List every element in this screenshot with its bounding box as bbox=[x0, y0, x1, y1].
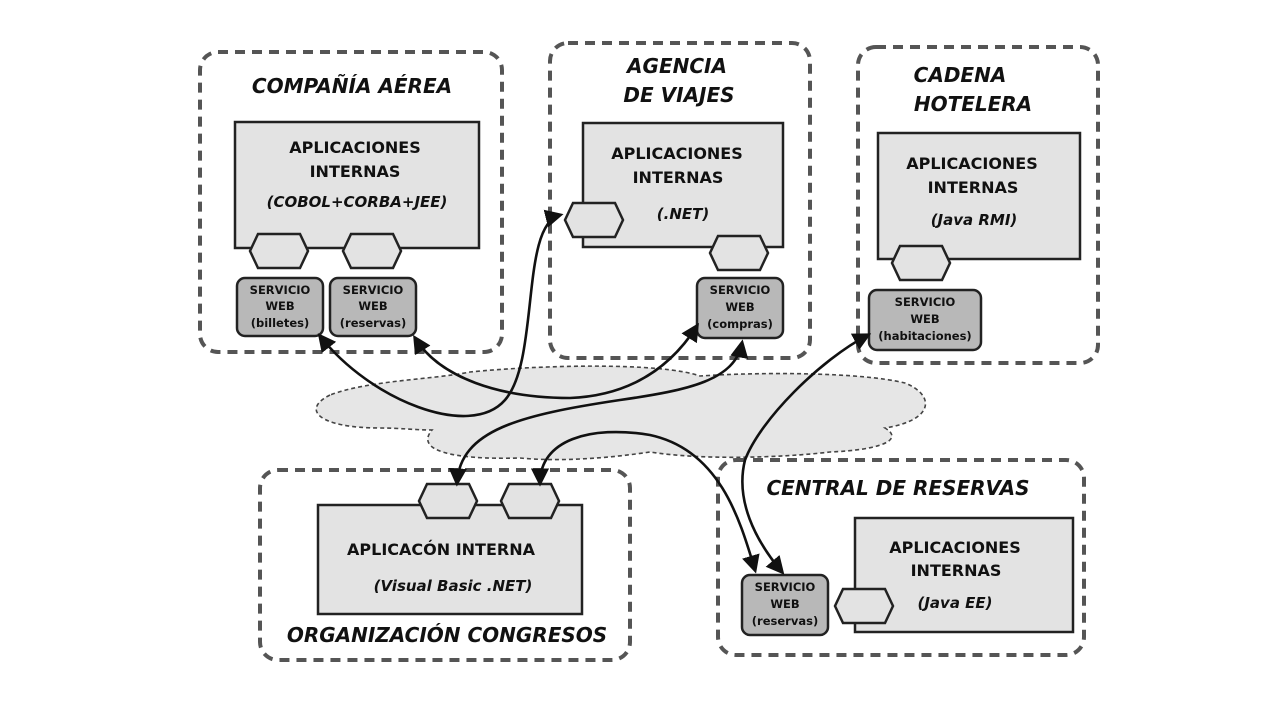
travel-agency-app-line1: APLICACIONES bbox=[611, 144, 743, 163]
hotel-chain-org-border bbox=[856, 45, 1100, 365]
airline-ws-billetes-line3: (billetes) bbox=[251, 316, 310, 330]
travel-agency-title-line2: DE VIAJES bbox=[623, 83, 734, 107]
hotel-chain-app-line1: APLICACIONES bbox=[906, 154, 1038, 173]
airline-ws-reservas-line1: SERVICIO bbox=[343, 283, 404, 297]
hotel-chain-ws-habitaciones bbox=[867, 288, 983, 352]
booking-center-title: CENTRAL DE RESERVAS bbox=[766, 476, 1029, 500]
airline-app-line1: APLICACIONES bbox=[289, 138, 421, 157]
hotel-chain-org: CADENA HOTELERA APLICACIONES INTERNAS (J… bbox=[856, 45, 1100, 365]
congress-port-1 bbox=[417, 482, 479, 520]
hotel-chain-ws-habitaciones-line1: SERVICIO bbox=[895, 295, 956, 309]
internet-cloud bbox=[315, 365, 927, 461]
arrow-habitaciones-to-booking bbox=[741, 333, 872, 575]
travel-agency-app-line2: INTERNAS bbox=[633, 168, 724, 187]
booking-center-ws-reservas-line2: WEB bbox=[770, 597, 799, 611]
booking-center-app-box bbox=[853, 516, 1075, 634]
travel-agency-ws-compras bbox=[695, 276, 785, 340]
travel-agency-org: AGENCIA DE VIAJES APLICACIONES INTERNAS … bbox=[548, 41, 812, 360]
booking-center-ws-reservas bbox=[740, 573, 830, 637]
travel-agency-ws-compras-line2: WEB bbox=[725, 300, 754, 314]
airline-port-1 bbox=[248, 232, 310, 270]
airline-app-tech: (COBOL+CORBA+JEE) bbox=[267, 193, 448, 211]
congress-app-line1: APLICACÓN INTERNA bbox=[347, 540, 536, 559]
congress-title: ORGANIZACIÓN CONGRESOS bbox=[287, 623, 607, 647]
congress-app-tech: (Visual Basic .NET) bbox=[374, 577, 533, 595]
booking-center-org: CENTRAL DE RESERVAS APLICACIONES INTERNA… bbox=[716, 458, 1086, 657]
airline-ws-billetes-line2: WEB bbox=[265, 299, 294, 313]
hotel-chain-ws-habitaciones-line3: (habitaciones) bbox=[878, 329, 971, 343]
travel-agency-ws-compras-line1: SERVICIO bbox=[710, 283, 771, 297]
airline-port-2 bbox=[341, 232, 403, 270]
booking-center-app-line1: APLICACIONES bbox=[889, 538, 1021, 557]
connections bbox=[317, 209, 872, 575]
hotel-chain-app-line2: INTERNAS bbox=[928, 178, 1019, 197]
hotel-chain-port bbox=[890, 244, 952, 282]
arrow-congress-to-booking bbox=[530, 430, 760, 574]
booking-center-port bbox=[833, 587, 895, 625]
airline-ws-billetes-line1: SERVICIO bbox=[250, 283, 311, 297]
hotel-chain-title-line1: CADENA bbox=[914, 63, 1007, 87]
airline-title: COMPAÑÍA AÉREA bbox=[252, 74, 452, 98]
congress-app-box bbox=[316, 503, 584, 616]
hotel-chain-app-box bbox=[876, 131, 1082, 261]
travel-agency-title-line1: AGENCIA bbox=[625, 54, 727, 78]
hotel-chain-title-line2: HOTELERA bbox=[914, 92, 1032, 116]
airline-ws-reservas-line3: (reservas) bbox=[340, 316, 406, 330]
hotel-chain-ws-habitaciones-line2: WEB bbox=[910, 312, 939, 326]
booking-center-ws-reservas-line1: SERVICIO bbox=[755, 580, 816, 594]
airline-org: COMPAÑÍA AÉREA APLICACIONES INTERNAS (CO… bbox=[198, 50, 504, 354]
travel-agency-port-left bbox=[563, 201, 625, 239]
hotel-chain-app-tech: (Java RMI) bbox=[931, 211, 1018, 229]
airline-ws-reservas-line2: WEB bbox=[358, 299, 387, 313]
travel-agency-port-bottom bbox=[708, 234, 770, 272]
booking-center-app-tech: (Java EE) bbox=[917, 594, 992, 612]
travel-agency-app-tech: (.NET) bbox=[657, 205, 709, 223]
travel-agency-ws-compras-line3: (compras) bbox=[707, 317, 773, 331]
congress-port-2 bbox=[499, 482, 561, 520]
arrow-compras-to-congress bbox=[448, 339, 749, 487]
congress-org: APLICACÓN INTERNA (Visual Basic .NET) OR… bbox=[258, 468, 632, 662]
booking-center-app-line2: INTERNAS bbox=[911, 561, 1002, 580]
booking-center-ws-reservas-line3: (reservas) bbox=[752, 614, 818, 628]
airline-app-line2: INTERNAS bbox=[310, 162, 401, 181]
